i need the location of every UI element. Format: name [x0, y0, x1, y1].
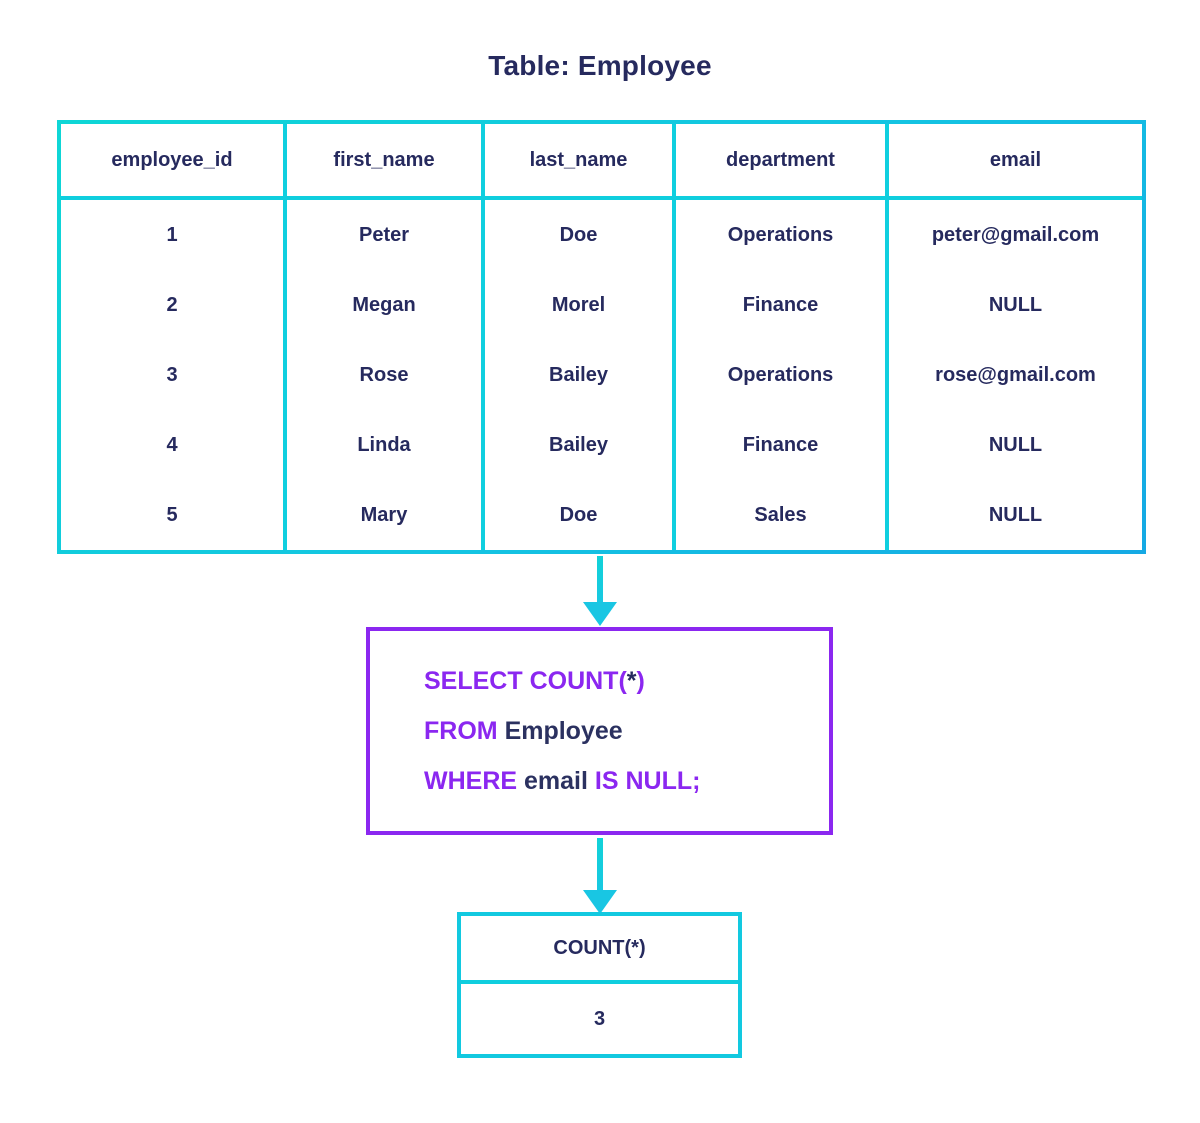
sql-keyword-is-null: IS NULL [594, 767, 693, 795]
sql-identifier-table: Employee [504, 717, 623, 745]
cell-last-name: Doe [481, 480, 674, 550]
arrow-head [583, 602, 617, 626]
cell-employee-id: 5 [166, 503, 178, 526]
cell-last-name: Doe [481, 198, 674, 270]
cell-last-name: Morel [481, 270, 674, 340]
sql-semicolon: ; [692, 767, 701, 795]
table-header-row: employee_id first_name last_name departm… [61, 124, 1142, 200]
cell-last-name: Bailey [481, 340, 674, 410]
cell-department: Operations [672, 340, 887, 410]
cell-first-name: Megan [283, 270, 483, 340]
result-column-header-count: COUNT(*) [461, 916, 738, 984]
result-row: 3 [461, 982, 738, 1054]
sql-keyword-select-count: SELECT COUNT [424, 667, 619, 695]
arrow-head [583, 890, 617, 914]
cell-department: Finance [672, 270, 887, 340]
sql-keyword-from: FROM [424, 717, 498, 745]
cell-employee-id: 3 [166, 363, 178, 386]
result-cell-count: 3 [593, 1007, 606, 1030]
column-header-last-name: last_name [481, 124, 674, 200]
table-row: 1 Peter Doe Operations peter@gmail.com [61, 198, 1142, 270]
cell-department: Operations [672, 198, 887, 270]
arrow-down-icon [580, 838, 620, 916]
sql-identifier-column: email [524, 767, 588, 795]
column-header-department: department [672, 124, 887, 200]
sql-line-1: SELECT COUNT(*) [424, 656, 829, 706]
sql-query-box: SELECT COUNT(*) FROM Employee WHERE emai… [366, 627, 833, 835]
arrow-shaft [597, 556, 603, 604]
cell-employee-id: 2 [166, 293, 178, 316]
cell-department: Finance [672, 410, 887, 480]
table-row: 5 Mary Doe Sales NULL [61, 480, 1142, 550]
cell-email: NULL [885, 480, 1142, 550]
arrow-down-icon [580, 556, 620, 626]
table-row: 3 Rose Bailey Operations rose@gmail.com [61, 340, 1142, 410]
result-header-row: COUNT(*) [461, 916, 738, 984]
arrow-shaft [597, 838, 603, 892]
cell-department: Sales [672, 480, 887, 550]
cell-email: rose@gmail.com [885, 340, 1142, 410]
cell-first-name: Mary [283, 480, 483, 550]
sql-line-3: WHERE email IS NULL; [424, 756, 829, 806]
source-table: employee_id first_name last_name departm… [57, 120, 1146, 554]
cell-email: peter@gmail.com [885, 198, 1142, 270]
sql-close-paren: ) [636, 667, 645, 695]
cell-employee-id: 1 [166, 223, 178, 246]
cell-last-name: Bailey [481, 410, 674, 480]
table-row: 2 Megan Morel Finance NULL [61, 270, 1142, 340]
cell-employee-id: 4 [166, 433, 178, 456]
page-title: Table: Employee [488, 50, 712, 81]
result-table: COUNT(*) 3 [457, 912, 742, 1058]
table-row: 4 Linda Bailey Finance NULL [61, 410, 1142, 480]
cell-first-name: Linda [283, 410, 483, 480]
column-header-first-name: first_name [283, 124, 483, 200]
cell-email: NULL [885, 410, 1142, 480]
column-header-email: email [885, 124, 1142, 200]
cell-email: NULL [885, 270, 1142, 340]
sql-keyword-where: WHERE [424, 767, 518, 795]
column-header-employee-id: employee_id [61, 124, 285, 200]
sql-line-2: FROM Employee [424, 706, 829, 756]
sql-open-paren: ( [618, 667, 627, 695]
sql-star: * [626, 667, 637, 695]
cell-first-name: Peter [283, 198, 483, 270]
cell-first-name: Rose [283, 340, 483, 410]
